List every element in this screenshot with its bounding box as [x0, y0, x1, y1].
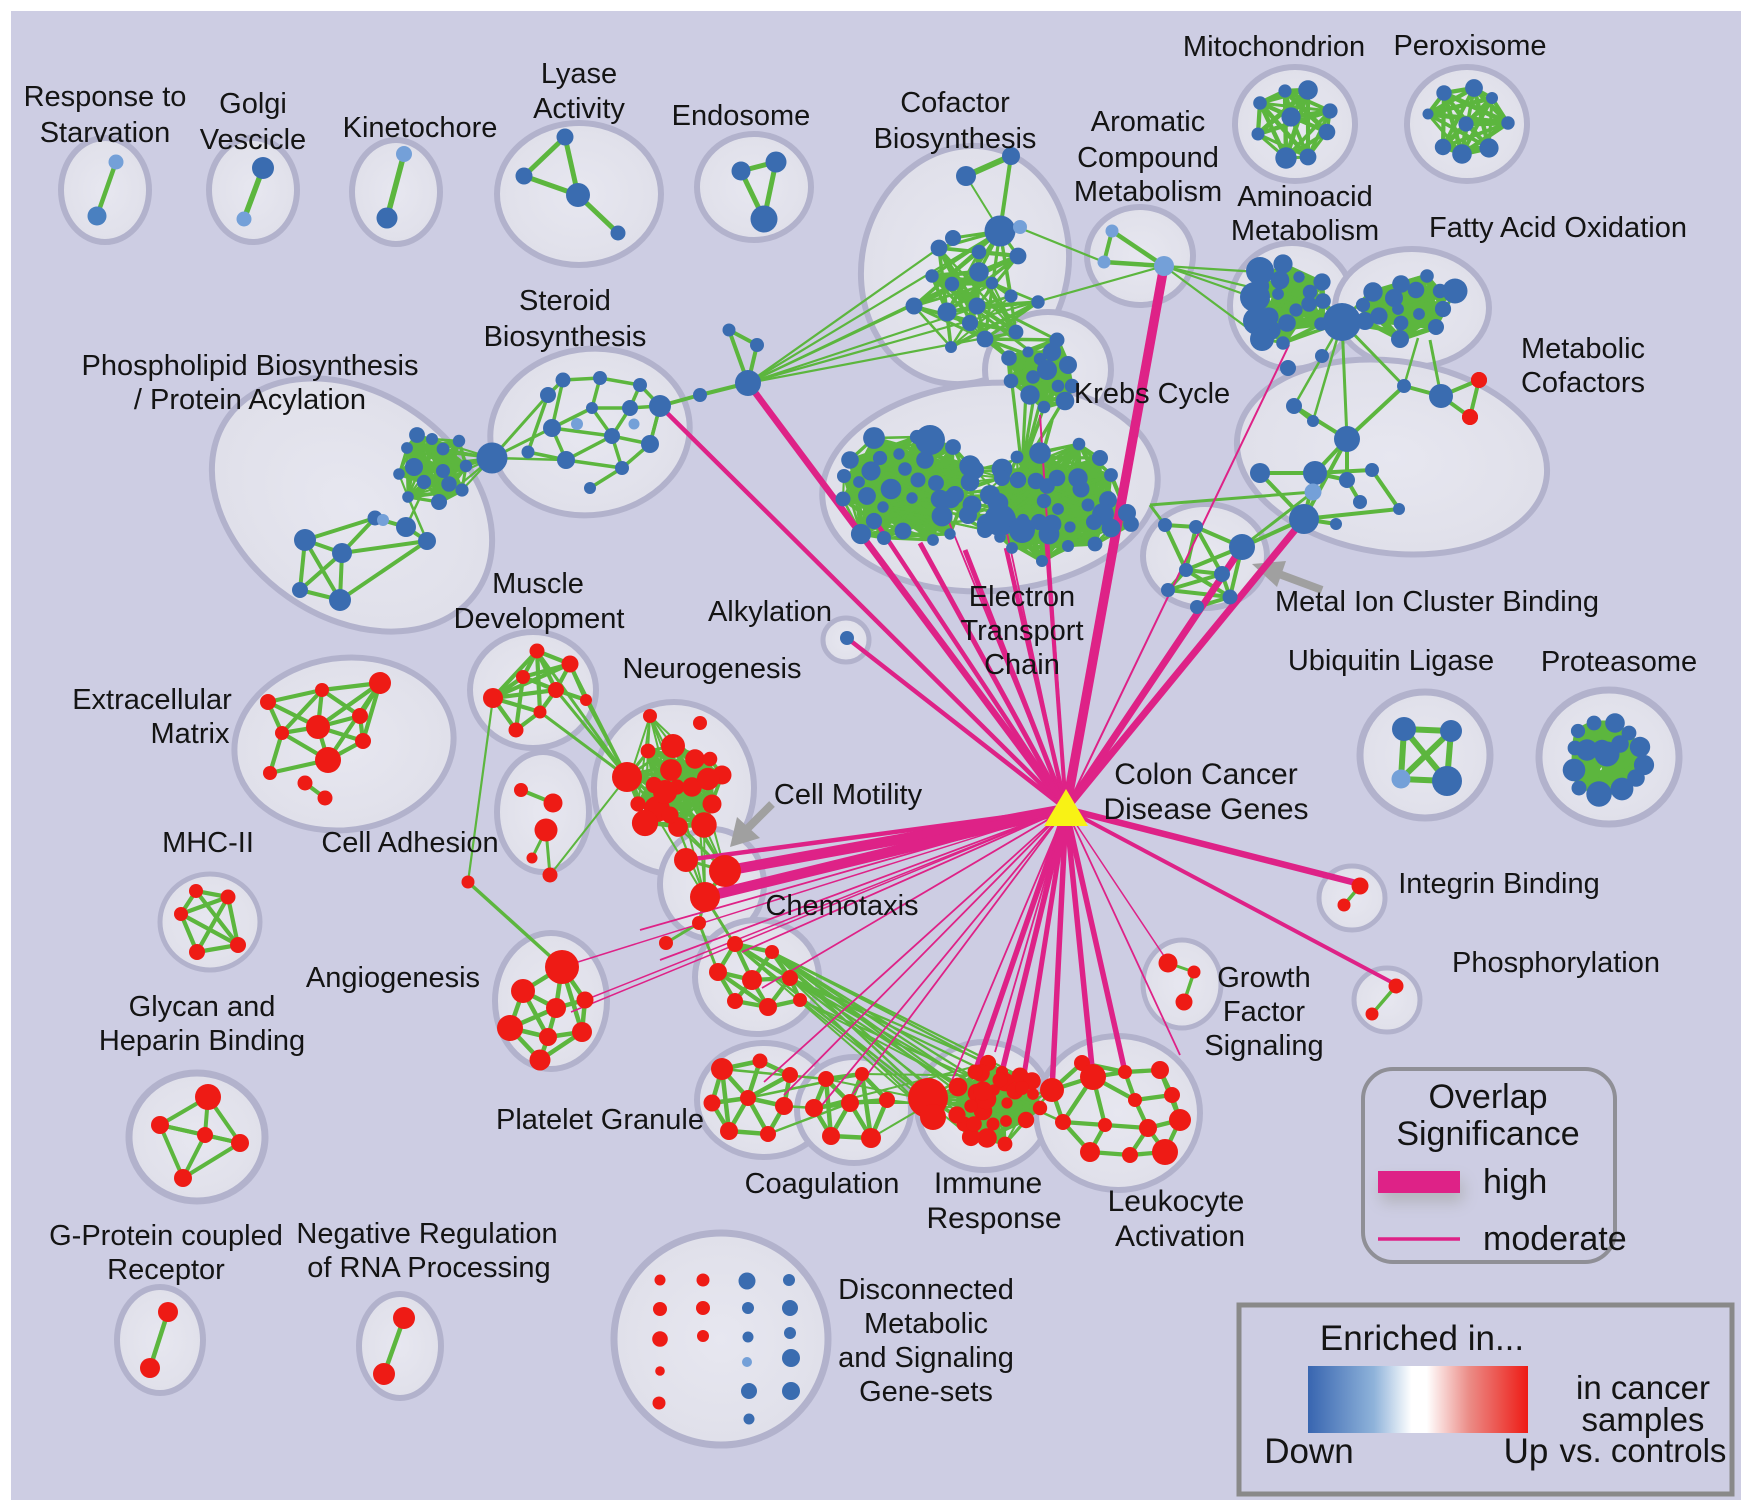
svg-text:in cancer: in cancer	[1576, 1369, 1710, 1406]
svg-text:Phosphorylation: Phosphorylation	[1452, 947, 1660, 979]
svg-text:Disease Genes: Disease Genes	[1103, 793, 1308, 826]
svg-text:Colon Cancer: Colon Cancer	[1114, 758, 1297, 791]
svg-text:Enriched in...: Enriched in...	[1320, 1319, 1524, 1358]
svg-text:Metal Ion Cluster Binding: Metal Ion Cluster Binding	[1275, 586, 1599, 618]
svg-text:Activity: Activity	[533, 93, 625, 125]
svg-text:Golgi: Golgi	[219, 88, 287, 120]
svg-text:Metabolic: Metabolic	[864, 1308, 988, 1340]
svg-text:Negative Regulation: Negative Regulation	[296, 1218, 557, 1250]
svg-text:Aminoacid: Aminoacid	[1237, 181, 1372, 213]
svg-text:Factor: Factor	[1223, 996, 1306, 1028]
svg-text:Response to: Response to	[24, 81, 187, 113]
svg-text:Aromatic: Aromatic	[1091, 106, 1205, 138]
svg-text:vs. controls: vs. controls	[1560, 1432, 1727, 1469]
svg-text:Muscle: Muscle	[492, 568, 584, 600]
svg-text:and Signaling: and Signaling	[838, 1342, 1014, 1374]
svg-text:Electron: Electron	[969, 581, 1075, 613]
svg-text:Biosynthesis: Biosynthesis	[874, 123, 1037, 155]
svg-text:Signaling: Signaling	[1204, 1030, 1323, 1062]
svg-text:Receptor: Receptor	[107, 1254, 225, 1286]
svg-text:Chain: Chain	[984, 649, 1060, 681]
svg-text:of RNA Processing: of RNA Processing	[307, 1252, 550, 1284]
svg-text:Krebs Cycle: Krebs Cycle	[1074, 378, 1230, 410]
svg-text:Lyase: Lyase	[541, 58, 617, 90]
svg-text:Steroid: Steroid	[519, 285, 611, 317]
svg-text:Metabolic: Metabolic	[1521, 333, 1645, 365]
svg-text:moderate: moderate	[1483, 1220, 1627, 1258]
svg-text:Biosynthesis: Biosynthesis	[484, 321, 647, 353]
svg-text:Development: Development	[454, 603, 625, 635]
svg-text:Alkylation: Alkylation	[708, 596, 832, 628]
svg-text:Kinetochore: Kinetochore	[343, 112, 498, 144]
svg-text:Ubiquitin Ligase: Ubiquitin Ligase	[1288, 645, 1494, 677]
svg-text:samples: samples	[1582, 1401, 1705, 1438]
svg-text:Disconnected: Disconnected	[838, 1274, 1014, 1306]
svg-text:Neurogenesis: Neurogenesis	[623, 653, 802, 685]
svg-text:Immune: Immune	[934, 1167, 1042, 1200]
svg-text:Heparin Binding: Heparin Binding	[99, 1025, 305, 1057]
svg-text:G-Protein coupled: G-Protein coupled	[49, 1220, 283, 1252]
svg-text:Down: Down	[1264, 1432, 1353, 1471]
svg-text:Significance: Significance	[1396, 1115, 1579, 1153]
svg-text:/ Protein Acylation: / Protein Acylation	[134, 384, 366, 416]
svg-text:Endosome: Endosome	[672, 100, 811, 132]
svg-text:Integrin Binding: Integrin Binding	[1398, 868, 1600, 900]
svg-text:Glycan and: Glycan and	[129, 991, 276, 1023]
svg-text:Vescicle: Vescicle	[200, 124, 306, 156]
svg-text:Starvation: Starvation	[40, 117, 171, 149]
svg-text:Response: Response	[926, 1202, 1061, 1235]
svg-text:Angiogenesis: Angiogenesis	[306, 962, 480, 994]
svg-text:Proteasome: Proteasome	[1541, 646, 1697, 678]
svg-text:Cofactor: Cofactor	[900, 87, 1010, 119]
svg-text:Fatty Acid Oxidation: Fatty Acid Oxidation	[1429, 212, 1687, 244]
svg-text:MHC-II: MHC-II	[162, 827, 254, 859]
svg-text:Chemotaxis: Chemotaxis	[765, 890, 918, 922]
svg-text:Phospholipid Biosynthesis: Phospholipid Biosynthesis	[82, 350, 419, 382]
svg-text:Extracellular: Extracellular	[72, 684, 232, 716]
svg-text:Platelet Granule: Platelet Granule	[496, 1104, 704, 1136]
svg-text:Overlap: Overlap	[1428, 1078, 1547, 1116]
svg-text:Coagulation: Coagulation	[745, 1168, 900, 1200]
svg-text:Matrix: Matrix	[151, 718, 230, 750]
svg-text:Gene-sets: Gene-sets	[859, 1376, 993, 1408]
svg-text:Cell Adhesion: Cell Adhesion	[321, 827, 498, 859]
svg-text:Up: Up	[1504, 1432, 1549, 1471]
svg-text:Compound: Compound	[1077, 142, 1219, 174]
svg-text:Cell Motility: Cell Motility	[774, 779, 923, 811]
svg-text:Mitochondrion: Mitochondrion	[1183, 31, 1365, 63]
svg-text:Metabolism: Metabolism	[1074, 176, 1222, 208]
svg-text:high: high	[1483, 1163, 1547, 1201]
svg-text:Growth: Growth	[1217, 962, 1310, 994]
svg-text:Metabolism: Metabolism	[1231, 215, 1379, 247]
svg-text:Cofactors: Cofactors	[1521, 367, 1645, 399]
svg-text:Activation: Activation	[1115, 1220, 1245, 1253]
svg-text:Leukocyte: Leukocyte	[1108, 1185, 1245, 1218]
svg-text:Peroxisome: Peroxisome	[1393, 30, 1546, 62]
svg-text:Transport: Transport	[960, 615, 1083, 647]
